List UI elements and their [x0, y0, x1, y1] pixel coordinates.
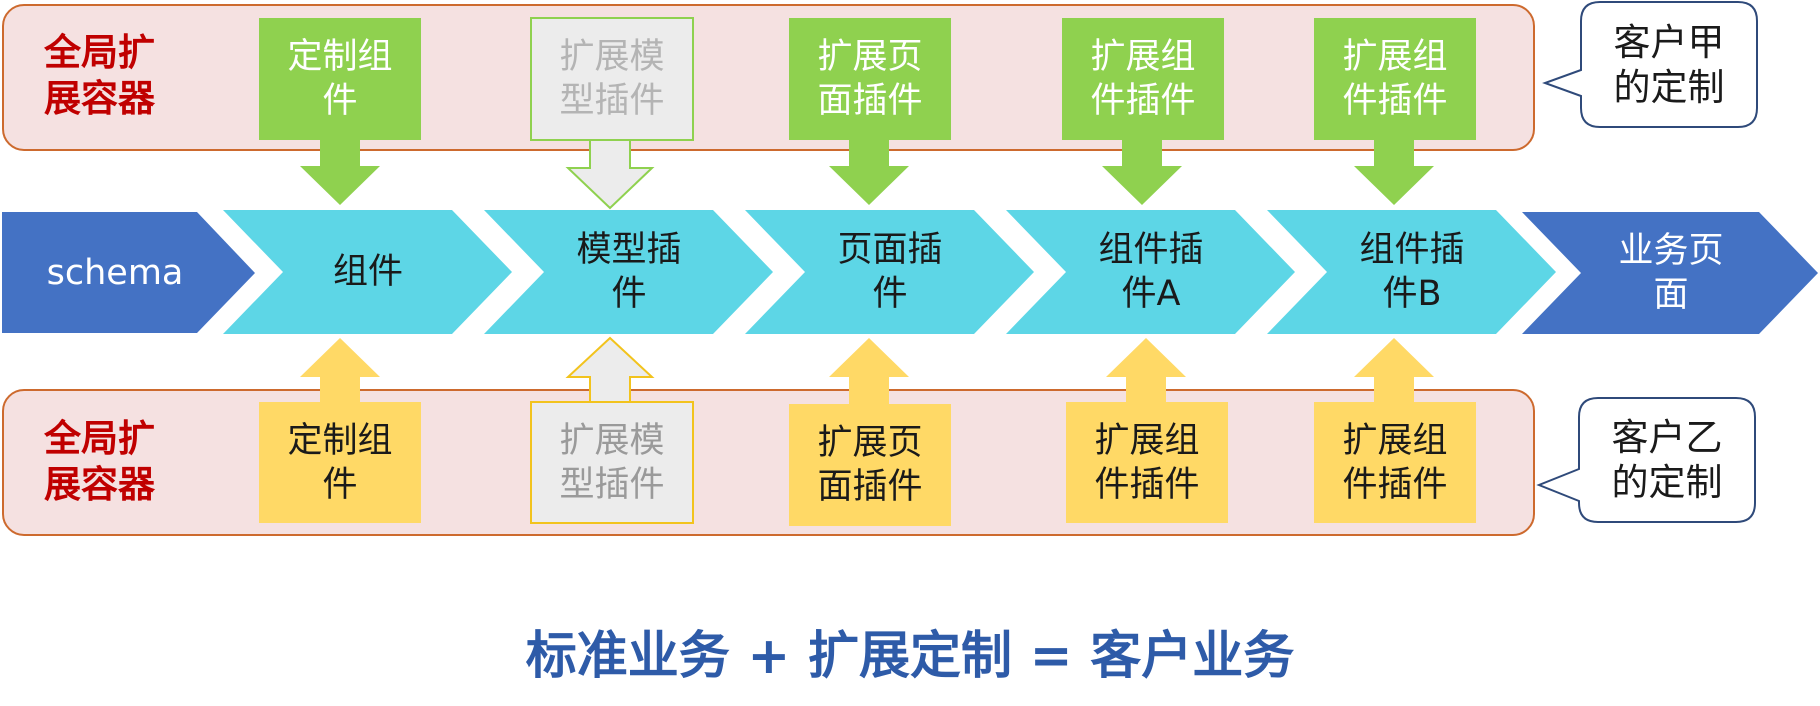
bottom-arrow-4	[1106, 338, 1186, 402]
top-extension-container	[2, 4, 1535, 151]
chevron-schema	[2, 212, 255, 333]
chevron-page-plugin-label: 页面插 件	[837, 230, 943, 314]
top-box-extend-component-plugin-2: 扩展组 件插件	[1314, 18, 1476, 140]
chevron-schema-label: schema	[46, 253, 184, 293]
bottom-container-label: 全局扩 展容器	[44, 417, 155, 506]
chevron-component-plugin-b-label: 组件插 件B	[1359, 230, 1465, 314]
top-arrow-1	[300, 140, 380, 205]
bottom-arrow-5	[1354, 338, 1434, 402]
bottom-arrow-3	[829, 338, 909, 404]
bottom-arrow-2	[565, 336, 655, 403]
top-box-extend-page-plugin: 扩展页 面插件	[789, 18, 951, 140]
callout-bottom-bubble	[1536, 397, 1756, 523]
bottom-box-extend-model-plugin: 扩展模 型插件	[530, 401, 694, 524]
bottom-box-extend-component-plugin-2: 扩展组 件插件	[1314, 402, 1476, 523]
top-box-extend-model-plugin: 扩展模 型插件	[530, 17, 694, 141]
top-box-custom-component: 定制组 件	[259, 18, 421, 140]
chevron-business-page-label: 业务页 面	[1618, 231, 1724, 315]
chevron-component-plugin-a-label: 组件插 件A	[1098, 230, 1204, 314]
bottom-extension-container	[2, 389, 1535, 536]
callout-top-text: 客户甲 的定制	[1613, 20, 1725, 109]
bottom-box-extend-component-plugin-1: 扩展组 件插件	[1066, 402, 1228, 523]
chevron-business-page	[1522, 212, 1818, 334]
chevron-model-plugin-label: 模型插 件	[576, 230, 682, 314]
callout-top-bubble	[1542, 1, 1758, 128]
top-arrow-3	[829, 140, 909, 205]
chevron-component-label: 组件	[332, 252, 403, 292]
slogan: 标准业务 + 扩展定制 = 客户业务	[525, 627, 1295, 686]
top-arrow-4	[1102, 140, 1182, 205]
top-box-extend-component-plugin-1: 扩展组 件插件	[1062, 18, 1224, 140]
bottom-box-custom-component: 定制组 件	[259, 402, 421, 523]
top-arrow-5	[1354, 140, 1434, 205]
callout-bottom-text: 客户乙 的定制	[1611, 416, 1723, 504]
bottom-box-extend-page-plugin: 扩展页 面插件	[789, 404, 951, 526]
top-container-label: 全局扩 展容器	[44, 31, 155, 120]
chevron-component	[223, 210, 512, 334]
chevron-page-plugin	[745, 210, 1034, 334]
top-arrow-2	[565, 139, 655, 210]
chevron-model-plugin	[484, 210, 773, 334]
chevron-component-plugin-a	[1006, 210, 1295, 334]
bottom-arrow-1	[300, 338, 380, 402]
chevron-component-plugin-b	[1267, 210, 1556, 334]
